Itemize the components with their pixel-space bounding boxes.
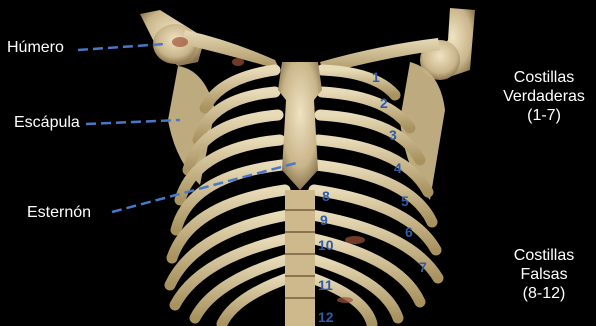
true-ribs-line3: (1-7) <box>494 106 594 125</box>
sternum <box>278 62 322 190</box>
humerus-label: Húmero <box>7 38 64 57</box>
rib-number-11: 11 <box>318 277 333 293</box>
rib-number-10: 10 <box>318 237 334 253</box>
false-ribs-caption: Costillas Falsas (8-12) <box>494 246 594 303</box>
rib-number-8: 8 <box>322 188 330 204</box>
rib-number-1: 1 <box>372 69 380 85</box>
true-ribs-line2: Verdaderas <box>494 87 594 106</box>
rib-number-7: 7 <box>419 259 427 275</box>
false-ribs-line2: Falsas <box>494 265 594 284</box>
rib-number-4: 4 <box>394 160 402 176</box>
rib-number-2: 2 <box>380 95 388 111</box>
true-ribs-caption: Costillas Verdaderas (1-7) <box>494 68 594 125</box>
rib-number-6: 6 <box>405 224 413 240</box>
false-ribs-line1: Costillas <box>494 246 594 265</box>
false-ribs-line3: (8-12) <box>494 284 594 303</box>
true-ribs-line1: Costillas <box>494 68 594 87</box>
sternum-label: Esternón <box>27 203 91 222</box>
rib-number-3: 3 <box>389 127 397 143</box>
rib-number-5: 5 <box>401 193 409 209</box>
scapula-label: Escápula <box>14 113 80 132</box>
spine <box>285 190 315 326</box>
rib-number-9: 9 <box>320 212 328 228</box>
rib-number-12: 12 <box>318 309 334 325</box>
